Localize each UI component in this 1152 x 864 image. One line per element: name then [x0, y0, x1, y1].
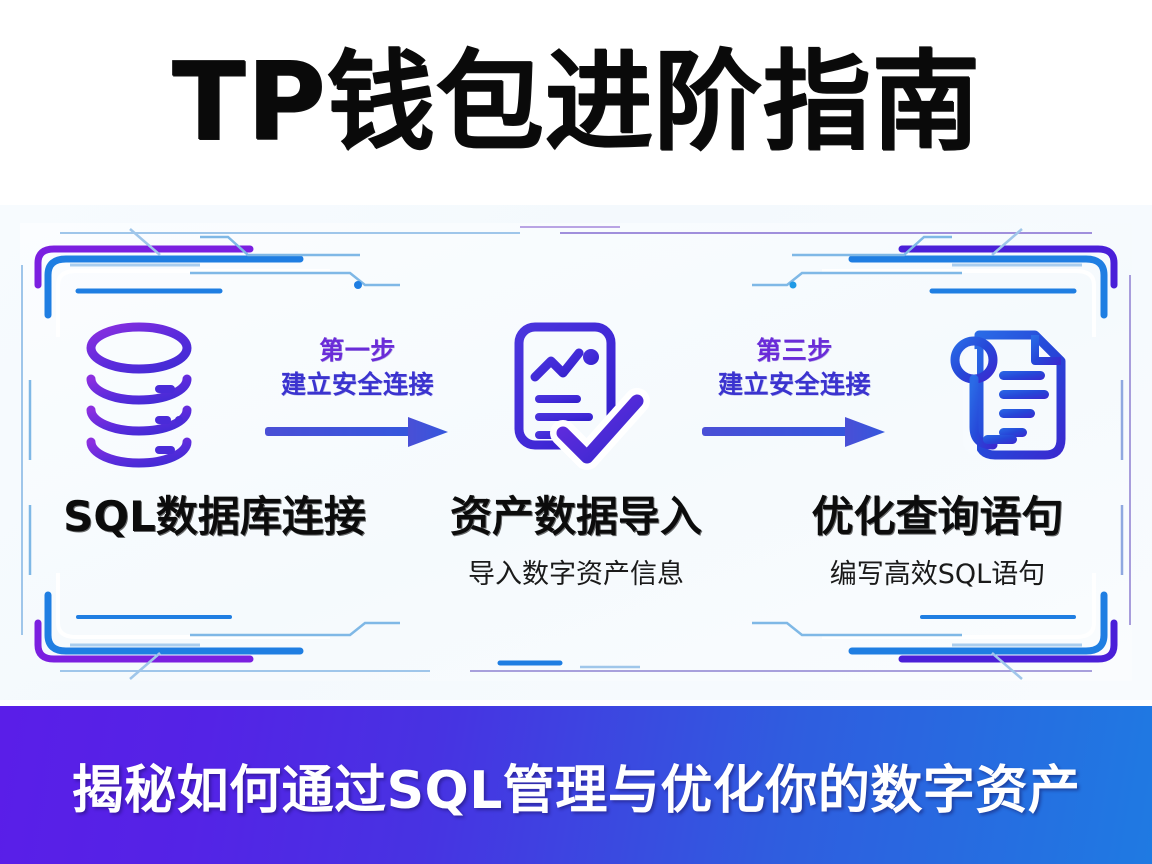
- caption-title-3: 优化查询语句: [811, 492, 1064, 541]
- arrow-wrap-1: [265, 415, 450, 454]
- caption-col-3: 优化查询语句 编写高效SQL语句: [765, 493, 1110, 663]
- step-label-2: 第三步: [756, 335, 833, 365]
- flow-node-3[interactable]: [938, 313, 1088, 478]
- document-search-icon: [950, 330, 1066, 460]
- flow-diagram: 第一步 建立安全连接: [20, 295, 1132, 495]
- diagram-card: 第一步 建立安全连接: [0, 205, 1152, 700]
- step-label-1: 第一步: [319, 335, 396, 365]
- title-zone: TP钱包进阶指南: [0, 0, 1152, 205]
- caption-sub-2: 导入数字资产信息: [468, 558, 684, 590]
- document-checkmark-icon: [514, 322, 650, 470]
- caption-sub-3: 编写高效SQL语句: [829, 558, 1046, 590]
- caption-title-2: 资产数据导入: [449, 492, 702, 541]
- flow-captions: SQL数据库连接 资产数据导入 导入数字资产信息 优化查询语句 编写高效SQL语…: [20, 493, 1132, 663]
- arrow-right-icon: [265, 416, 448, 447]
- caption-col-2: 资产数据导入 导入数字资产信息: [404, 493, 749, 663]
- step-sublabel-2: 建立安全连接: [717, 369, 871, 399]
- caption-title-1: SQL数据库连接: [63, 492, 366, 541]
- step-sublabel-1: 建立安全连接: [280, 369, 434, 399]
- flow-connector-2: 第三步 建立安全连接: [651, 313, 938, 478]
- bottom-banner: 揭秘如何通过SQL管理与优化你的数字资产: [0, 706, 1152, 864]
- arrow-wrap-2: [702, 415, 887, 454]
- flow-connector-1: 第一步 建立安全连接: [214, 313, 501, 478]
- flow-node-1[interactable]: [64, 313, 214, 478]
- arrow-right-icon: [702, 416, 885, 447]
- flow-node-2[interactable]: [501, 313, 651, 478]
- banner-text: 揭秘如何通过SQL管理与优化你的数字资产: [71, 760, 1081, 821]
- caption-col-1: SQL数据库连接: [42, 493, 387, 663]
- database-cylinder-icon: [86, 322, 192, 468]
- page-title: TP钱包进阶指南: [171, 39, 981, 165]
